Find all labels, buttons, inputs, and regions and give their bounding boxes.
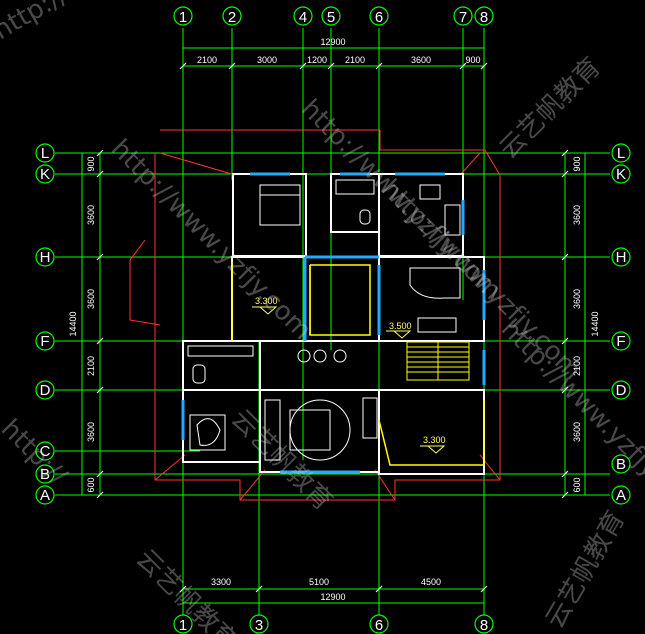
dim-bottom-part-2: 5100 bbox=[309, 577, 329, 587]
jacuzzi bbox=[189, 414, 226, 451]
desk-terrace bbox=[362, 397, 378, 439]
piano bbox=[409, 267, 461, 299]
dim-bottom-part-1: 3300 bbox=[211, 577, 231, 587]
bed-master bbox=[289, 409, 331, 451]
top-axis-label-4: 4 bbox=[299, 9, 307, 26]
right-axis-bubbles bbox=[611, 143, 631, 505]
balcony-rails bbox=[231, 262, 485, 466]
dim-left-part-1: 900 bbox=[86, 156, 96, 171]
wardrobe-study bbox=[444, 204, 461, 236]
dim-top-total: 12900 bbox=[320, 37, 345, 47]
right-axis-label-K: K bbox=[616, 166, 626, 183]
left-axis-bubbles bbox=[35, 143, 55, 505]
dim-left-total: 14400 bbox=[68, 311, 78, 336]
right-axis-label-L: L bbox=[617, 145, 625, 162]
left-axis-label-H: H bbox=[40, 249, 51, 266]
round-bed bbox=[289, 399, 351, 461]
right-axis-label-F: F bbox=[616, 333, 625, 350]
right-axis-label-D: D bbox=[616, 382, 627, 399]
dim-top-part-2: 3000 bbox=[257, 55, 277, 65]
top-axis-label-6: 6 bbox=[375, 9, 383, 26]
left-axis-label-A: A bbox=[40, 487, 50, 504]
dimension-lines bbox=[81, 47, 586, 604]
left-axis-label-B: B bbox=[40, 466, 50, 483]
sink-1 bbox=[297, 349, 311, 363]
dim-left-part-6: 600 bbox=[86, 477, 96, 492]
left-axis-label-F: F bbox=[40, 333, 49, 350]
dim-right-part-5: 3600 bbox=[572, 422, 582, 442]
wardrobe-master bbox=[264, 399, 281, 461]
bottom-axis-label-3: 3 bbox=[255, 617, 263, 634]
dim-top-part-3: 1200 bbox=[307, 55, 327, 65]
sink-2 bbox=[313, 349, 327, 363]
dim-right-part-4: 2100 bbox=[572, 356, 582, 376]
dim-top-part-4: 2100 bbox=[345, 55, 365, 65]
dim-bottom-total: 12900 bbox=[320, 592, 345, 602]
level-label-stair-hall: 3.300 bbox=[255, 296, 278, 306]
right-axis-label-B: B bbox=[616, 456, 626, 473]
dim-left-part-3: 3600 bbox=[86, 289, 96, 309]
roof-outline bbox=[129, 129, 501, 501]
sink-3 bbox=[333, 349, 347, 363]
right-axis-label-A: A bbox=[616, 487, 626, 504]
windows bbox=[181, 172, 486, 474]
dim-right-part-1: 900 bbox=[572, 156, 582, 171]
dim-right-part-3: 3600 bbox=[572, 289, 582, 309]
dim-top-part-5: 3600 bbox=[411, 55, 431, 65]
level-label-living: 3.500 bbox=[389, 321, 412, 331]
bottom-axis-label-1: 1 bbox=[179, 617, 187, 634]
dim-top-part-6: 900 bbox=[465, 55, 480, 65]
watermark: http://www.yzfjy.com bbox=[0, 0, 238, 46]
top-axis-label-7: 7 bbox=[459, 9, 467, 26]
dim-top-part-1: 2100 bbox=[197, 55, 217, 65]
top-axis-label-8: 8 bbox=[480, 9, 488, 26]
bottom-axis-label-8: 8 bbox=[480, 617, 488, 634]
left-axis-label-K: K bbox=[40, 166, 50, 183]
bottom-axis-bubbles bbox=[173, 614, 494, 634]
bathtub-north bbox=[335, 179, 375, 195]
watermark: http://www.yzfjy.com bbox=[105, 134, 317, 346]
level-markers bbox=[252, 306, 446, 454]
bed-north bbox=[259, 184, 301, 226]
top-axis-bubbles bbox=[173, 6, 494, 26]
top-axis-label-2: 2 bbox=[228, 9, 236, 26]
left-axis-label-C: C bbox=[40, 443, 51, 460]
wall-terrace bbox=[378, 389, 485, 475]
top-axis-label-5: 5 bbox=[327, 9, 335, 26]
toilet-north bbox=[359, 209, 371, 225]
left-axis-label-L: L bbox=[41, 145, 49, 162]
left-axis-label-D: D bbox=[40, 382, 51, 399]
right-axis-label-H: H bbox=[616, 249, 627, 266]
watermark: 云艺帆教育 bbox=[494, 52, 607, 165]
dim-left-part-4: 2100 bbox=[86, 356, 96, 376]
vanity-wc bbox=[187, 345, 254, 357]
top-axis-label-1: 1 bbox=[179, 9, 187, 26]
toilet-wc bbox=[192, 364, 206, 384]
furniture bbox=[187, 179, 461, 461]
dim-left-part-2: 3600 bbox=[86, 205, 96, 225]
bottom-axis-label-6: 6 bbox=[375, 617, 383, 634]
dim-left-part-5: 3600 bbox=[86, 422, 96, 442]
level-label-terrace: 3.300 bbox=[423, 435, 446, 445]
desk-study bbox=[419, 184, 441, 200]
watermark: http:// bbox=[0, 414, 73, 492]
wall-bedroom-north bbox=[232, 173, 307, 257]
watermark: 云艺帆教育 bbox=[540, 506, 631, 634]
dim-bottom-part-3: 4500 bbox=[421, 577, 441, 587]
dim-right-part-2: 3600 bbox=[572, 205, 582, 225]
stair-treads bbox=[406, 341, 470, 381]
dim-right-part-6: 600 bbox=[572, 477, 582, 492]
dimension-ticks bbox=[96, 62, 569, 593]
sofa-living bbox=[417, 317, 457, 333]
dim-right-total: 14400 bbox=[590, 311, 600, 336]
